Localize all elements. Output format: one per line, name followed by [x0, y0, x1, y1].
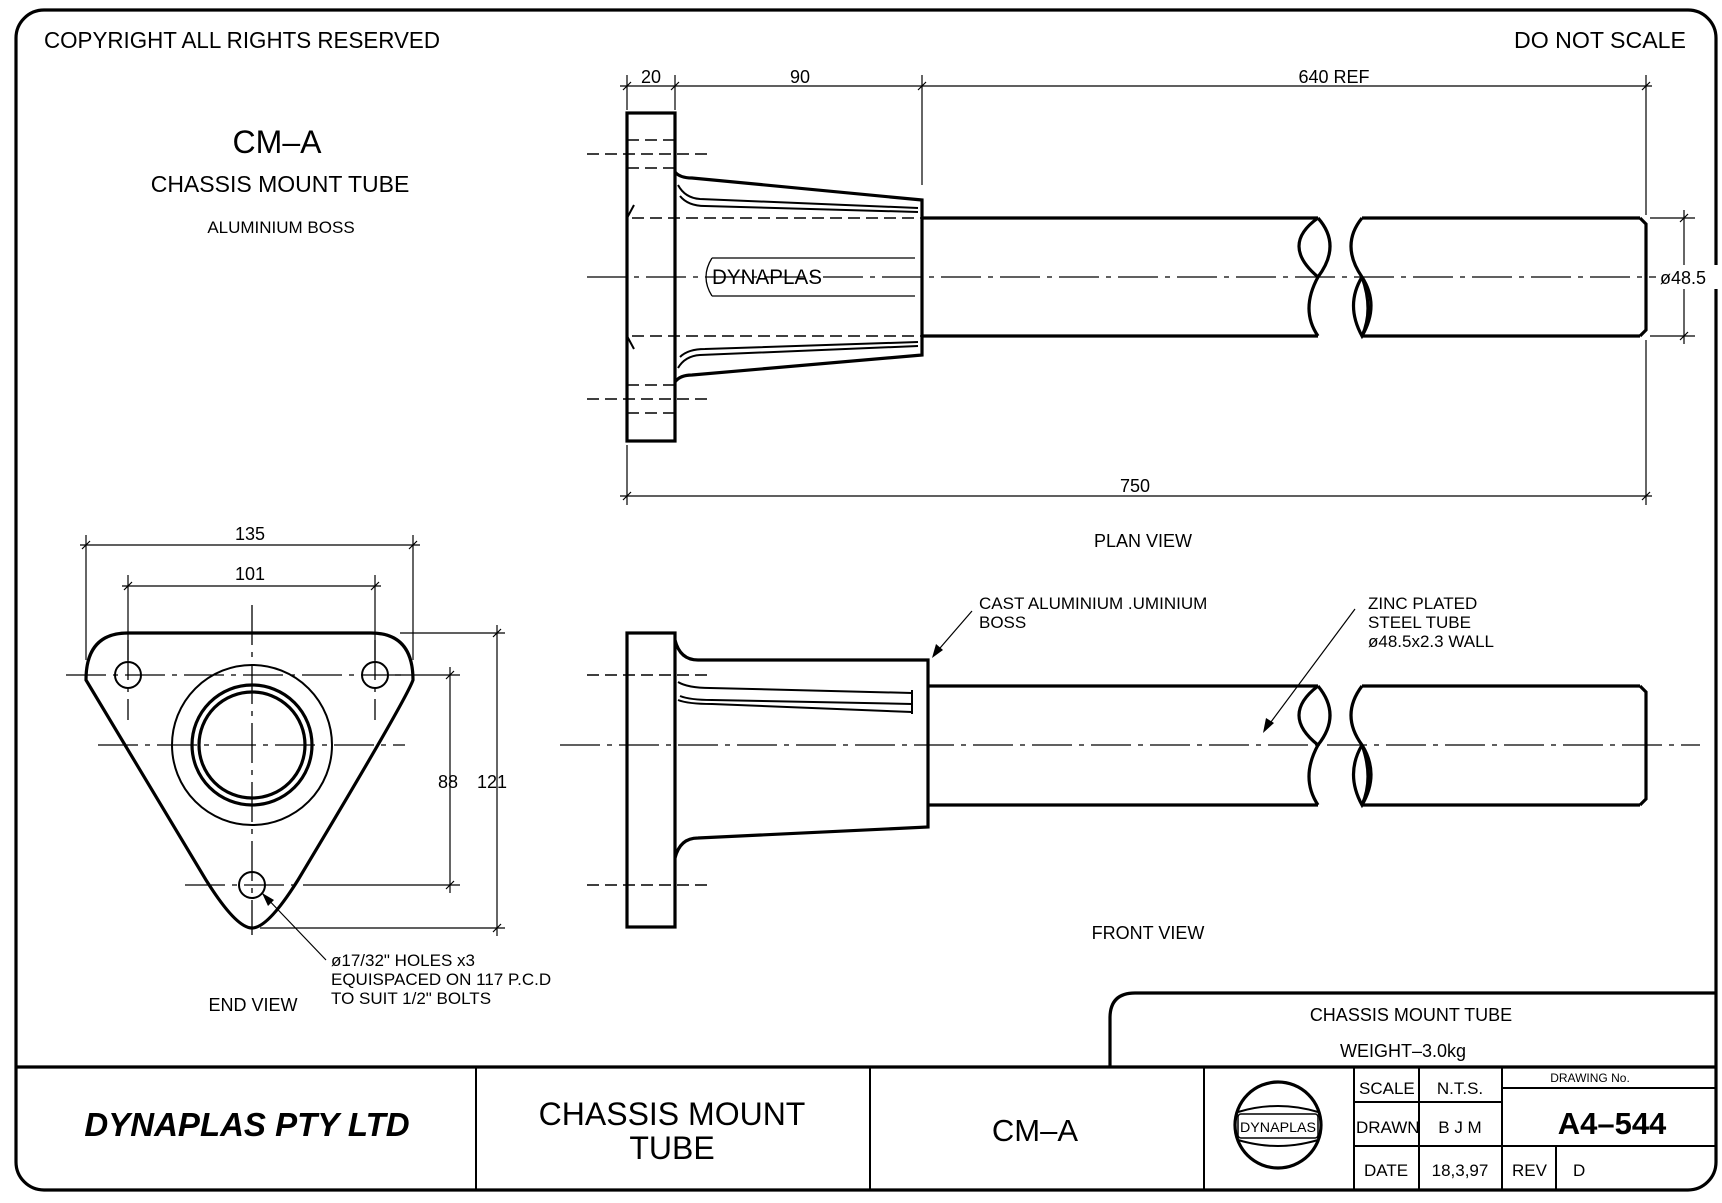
end-view: 135 101 88 121 ø17/32" HOLES x3 EQUISPAC… [66, 524, 551, 1015]
end-dim-height-outer: 121 [477, 772, 507, 792]
dynaplas-logo: DYNAPLAS [1233, 1080, 1323, 1170]
plan-view: DYNAPLAS 20 90 640 REF 750 ø48 [587, 67, 1718, 551]
do-not-scale-notice: DO NOT SCALE [1514, 27, 1686, 53]
date-label: DATE [1364, 1161, 1408, 1180]
part-name-heading: CHASSIS MOUNT TUBE [151, 171, 410, 197]
part-number: CM–A [992, 1113, 1078, 1148]
copyright-notice: COPYRIGHT ALL RIGHTS RESERVED [44, 27, 440, 53]
front-tube-note-3: ø48.5x2.3 WALL [1368, 632, 1494, 651]
drawing-no-label: DRAWING No. [1550, 1071, 1630, 1085]
sheet-border [14, 8, 1718, 1192]
front-tube-note-2: STEEL TUBE [1368, 613, 1471, 632]
part-material-heading: ALUMINIUM BOSS [207, 218, 354, 237]
drawing-number: A4–544 [1558, 1106, 1667, 1141]
plan-view-title: PLAN VIEW [1094, 531, 1192, 551]
rev-value: D [1573, 1161, 1585, 1180]
end-hole-note-3: TO SUIT 1/2" BOLTS [331, 989, 491, 1008]
end-view-title: END VIEW [208, 995, 297, 1015]
rev-label: REV [1512, 1161, 1548, 1180]
weight-text: WEIGHT–3.0kg [1340, 1041, 1466, 1061]
plan-dim-flange: 20 [641, 67, 661, 87]
plan-dim-overall: 750 [1120, 476, 1150, 496]
end-hole-note-1: ø17/32" HOLES x3 [331, 951, 475, 970]
company-name: DYNAPLAS PTY LTD [84, 1106, 409, 1143]
description-text: CHASSIS MOUNT TUBE [1310, 1005, 1512, 1025]
end-dim-hole-spacing: 101 [235, 564, 265, 584]
title-block: CHASSIS MOUNT TUBE WEIGHT–3.0kg DYNAPLAS… [16, 991, 1716, 1190]
end-dim-height-inner: 88 [438, 772, 458, 792]
drawing-title-line2: TUBE [629, 1130, 714, 1166]
front-boss-note-1: CAST ALUMINIUM .UMINIUM [979, 594, 1207, 613]
front-boss-note-2: BOSS [979, 613, 1026, 632]
scale-label: SCALE [1359, 1079, 1415, 1098]
part-code-heading: CM–A [233, 124, 323, 160]
drawn-value: B J M [1438, 1118, 1481, 1137]
drawn-label: DRAWN [1356, 1118, 1420, 1137]
drawing-title-line1: CHASSIS MOUNT [539, 1096, 806, 1132]
date-value: 18,3,97 [1432, 1161, 1489, 1180]
plan-dim-tube-ref: 640 REF [1298, 67, 1369, 87]
front-tube-note-1: ZINC PLATED [1368, 594, 1477, 613]
plan-dim-diameter: ø48.5 [1660, 268, 1706, 288]
end-hole-note-2: EQUISPACED ON 117 P.C.D [331, 970, 551, 989]
end-dim-width: 135 [235, 524, 265, 544]
logo-text: DYNAPLAS [1240, 1119, 1316, 1135]
scale-value: N.T.S. [1437, 1079, 1483, 1098]
front-view: CAST ALUMINIUM .UMINIUM BOSS ZINC PLATED… [560, 594, 1700, 943]
front-view-title: FRONT VIEW [1092, 923, 1205, 943]
plan-dim-boss: 90 [790, 67, 810, 87]
